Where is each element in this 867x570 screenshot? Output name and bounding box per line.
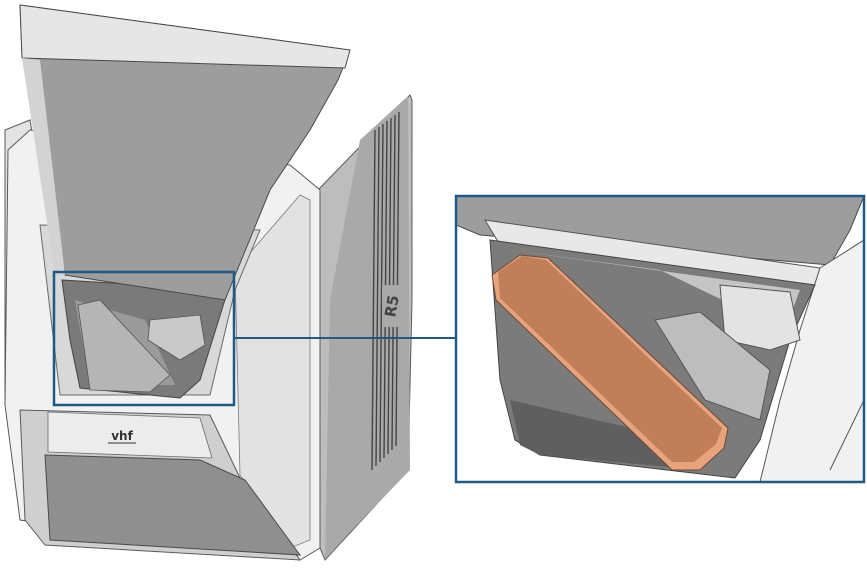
callout bbox=[52, 270, 455, 407]
inner-part bbox=[77, 299, 171, 393]
front-face-panel bbox=[234, 194, 311, 549]
inset-floor bbox=[510, 400, 700, 470]
detail-inset-frame bbox=[454, 194, 866, 484]
side-mark: R5 bbox=[381, 294, 403, 319]
inner-mechanism bbox=[147, 314, 206, 361]
inset-lower-block bbox=[654, 311, 771, 421]
device-lid-top-edge bbox=[19, 4, 351, 69]
detail-inset bbox=[454, 194, 866, 484]
front-bottom-bevel bbox=[44, 454, 302, 556]
inset-mechanism bbox=[719, 284, 801, 351]
side-mark-plate bbox=[382, 285, 400, 327]
highlighted-part bbox=[498, 256, 722, 462]
device-lid-edge bbox=[22, 58, 65, 275]
front-logo-strip bbox=[47, 411, 213, 459]
device-body: R5 vhf bbox=[4, 4, 413, 561]
device-logo: vhf bbox=[111, 429, 133, 443]
inset-right-wall bbox=[759, 239, 864, 482]
